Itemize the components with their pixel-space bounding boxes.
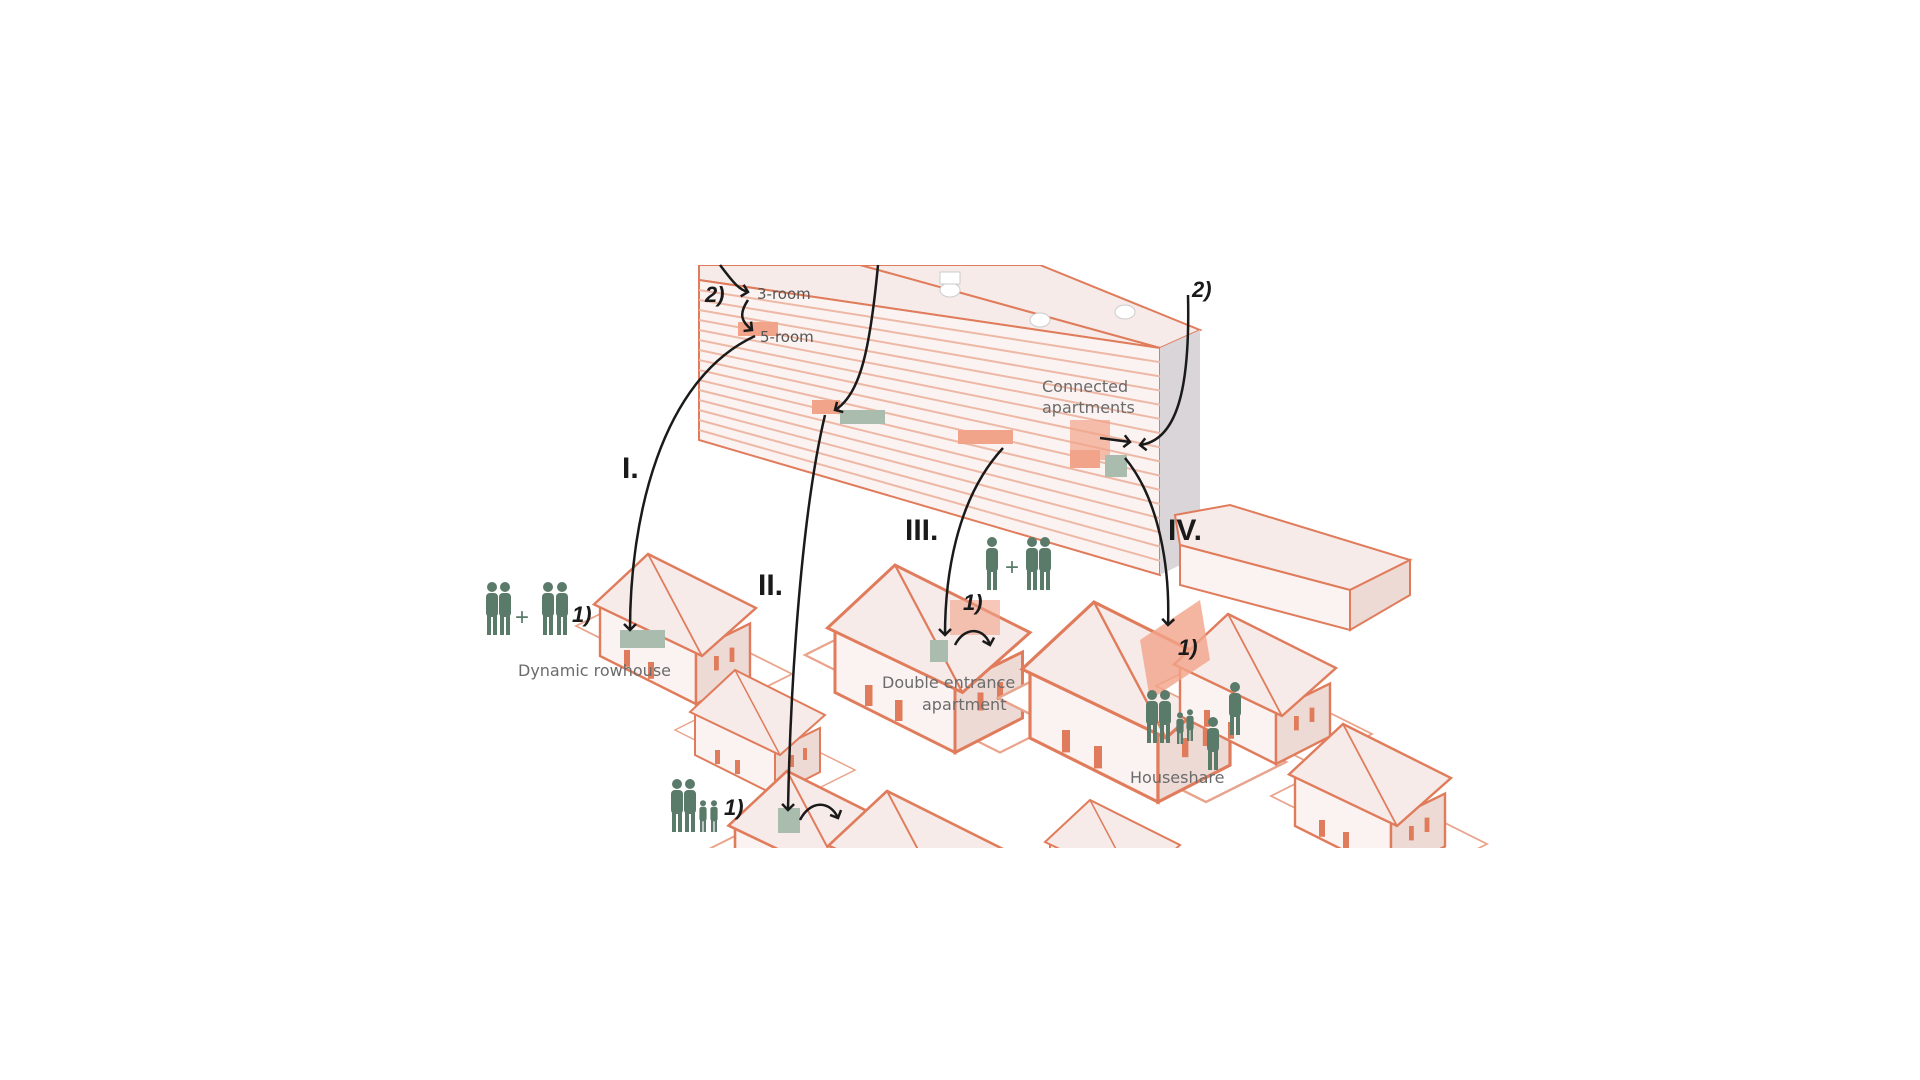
double-entrance-label: Double entrance	[882, 673, 1015, 692]
route-label-2: II.	[758, 569, 783, 602]
svg-text:+: +	[515, 604, 529, 631]
floor-line	[698, 399, 1161, 520]
route-arrows	[623, 264, 1190, 821]
connected-apartments-label: Connected	[1042, 377, 1128, 396]
step-label: 2)	[704, 282, 725, 307]
double-entrance-label: apartment	[922, 695, 1006, 714]
people-icons: + +	[486, 537, 1241, 832]
route-label-1: I.	[622, 452, 639, 485]
room-label-5: 5-room	[760, 328, 814, 346]
houseshare-building	[996, 600, 1374, 804]
floor-line	[698, 299, 1161, 378]
dynamic-rowhouse	[574, 552, 794, 706]
floor-line	[698, 289, 1161, 364]
terrace-houses	[707, 769, 1045, 955]
connected-apartments-label: apartments	[1042, 398, 1135, 417]
floor-line	[698, 329, 1161, 420]
floor-line	[698, 419, 1161, 548]
floor-line	[698, 339, 1161, 435]
low-annex	[1173, 503, 1413, 632]
step-label: 1)	[724, 795, 744, 820]
step-label: 1)	[963, 590, 983, 615]
double-entrance-building	[803, 563, 1077, 754]
route-label-4: IV.	[1168, 514, 1202, 547]
svg-text:+: +	[1005, 554, 1019, 581]
step-label: 2)	[1191, 277, 1212, 302]
floor-line	[698, 379, 1161, 491]
dynamic-rowhouse-label: Dynamic rowhouse	[518, 661, 671, 680]
floor-line	[698, 429, 1161, 562]
step-label: 1)	[1178, 635, 1198, 660]
room-label-3: 3-room	[757, 285, 811, 303]
apartment-slab	[698, 264, 1203, 577]
step-label: 1)	[572, 602, 592, 627]
route-label-3: III.	[905, 514, 938, 547]
houseshare-label: Houseshare	[1130, 768, 1225, 787]
floor-line	[698, 409, 1161, 534]
floor-line	[698, 389, 1161, 506]
